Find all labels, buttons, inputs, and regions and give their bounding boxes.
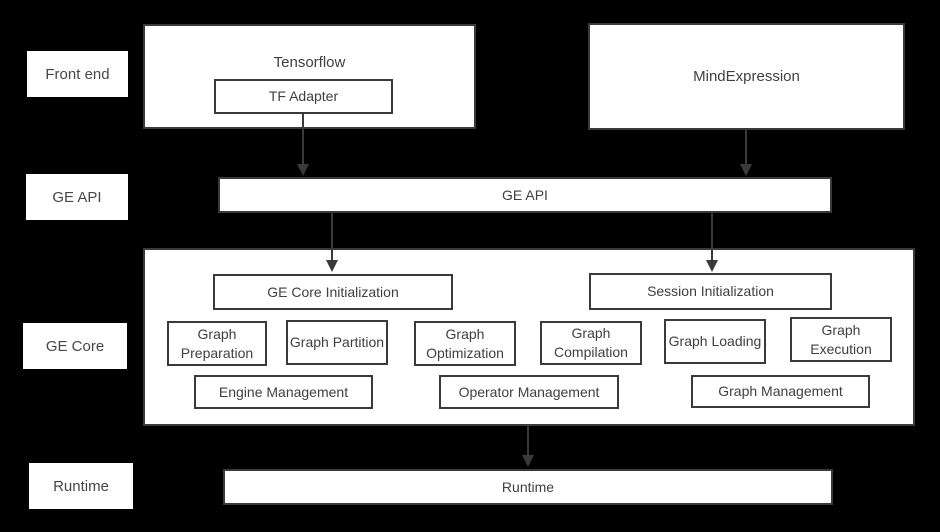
layer-label-ge-api: GE API bbox=[26, 174, 128, 220]
mindexpression-label: MindExpression bbox=[693, 68, 800, 85]
graph-execution-label: Graph Execution bbox=[810, 321, 872, 357]
ge-api-bar-label: GE API bbox=[502, 186, 548, 203]
engine-management-box: Engine Management bbox=[194, 375, 373, 409]
graph-partition-box: Graph Partition bbox=[286, 320, 388, 365]
session-initialization-box: Session Initialization bbox=[589, 273, 832, 310]
arrow-head-icon bbox=[326, 260, 338, 272]
arrow-ge-api-to-session-init bbox=[706, 213, 718, 272]
runtime-bar-label: Runtime bbox=[501, 478, 555, 495]
ge-core-initialization-label: GE Core Initialization bbox=[267, 283, 399, 300]
engine-management-label: Engine Management bbox=[218, 383, 349, 400]
arrow-head-icon bbox=[706, 260, 718, 272]
layer-label-ge-core: GE Core bbox=[23, 323, 127, 369]
arrow-head-icon bbox=[297, 164, 309, 176]
operator-management-label: Operator Management bbox=[458, 383, 600, 400]
graph-optimization-box: Graph Optimization bbox=[414, 321, 516, 366]
graph-partition-label: Graph Partition bbox=[289, 334, 385, 350]
arrow-stem bbox=[302, 114, 304, 165]
graph-compilation-box: Graph Compilation bbox=[540, 321, 642, 365]
ge-api-bar: GE API bbox=[218, 177, 832, 213]
session-initialization-label: Session Initialization bbox=[647, 283, 774, 299]
layer-label-ge-core-text: GE Core bbox=[45, 337, 105, 355]
runtime-bar: Runtime bbox=[223, 469, 833, 505]
arrow-ge-core-to-runtime bbox=[522, 426, 534, 467]
graph-compilation-label: Graph Compilation bbox=[554, 325, 628, 360]
layer-label-front-end: Front end bbox=[27, 51, 128, 97]
graph-optimization-label: Graph Optimization bbox=[426, 325, 504, 361]
graph-execution-box: Graph Execution bbox=[790, 317, 892, 362]
ge-core-initialization-box: GE Core Initialization bbox=[213, 274, 453, 310]
arrow-ge-api-to-ge-core-init bbox=[326, 213, 338, 272]
arrow-head-icon bbox=[740, 164, 752, 176]
arrow-stem bbox=[527, 426, 529, 456]
layer-label-front-end-text: Front end bbox=[45, 65, 110, 83]
arrow-mindexpression-to-ge-api bbox=[740, 130, 752, 176]
arrow-tf-adapter-to-ge-api bbox=[297, 114, 309, 176]
arrow-head-icon bbox=[522, 455, 534, 467]
graph-preparation-label: Graph Preparation bbox=[180, 325, 254, 361]
operator-management-box: Operator Management bbox=[439, 375, 619, 409]
arrow-stem bbox=[745, 130, 747, 165]
layer-label-ge-api-text: GE API bbox=[52, 188, 102, 206]
arrow-stem bbox=[711, 213, 713, 261]
tf-adapter-box: TF Adapter bbox=[214, 79, 393, 114]
tf-adapter-label: TF Adapter bbox=[268, 88, 339, 104]
graph-management-box: Graph Management bbox=[691, 375, 870, 408]
graph-loading-box: Graph Loading bbox=[664, 319, 766, 364]
layer-label-runtime-text: Runtime bbox=[53, 477, 109, 495]
mindexpression-box: MindExpression bbox=[588, 23, 905, 130]
arrow-stem bbox=[331, 213, 333, 261]
tensorflow-label: Tensorflow bbox=[273, 54, 346, 71]
graph-management-label: Graph Management bbox=[718, 383, 843, 399]
layer-label-runtime: Runtime bbox=[29, 463, 133, 509]
graph-preparation-box: Graph Preparation bbox=[167, 321, 267, 366]
graph-loading-label: Graph Loading bbox=[668, 333, 762, 349]
